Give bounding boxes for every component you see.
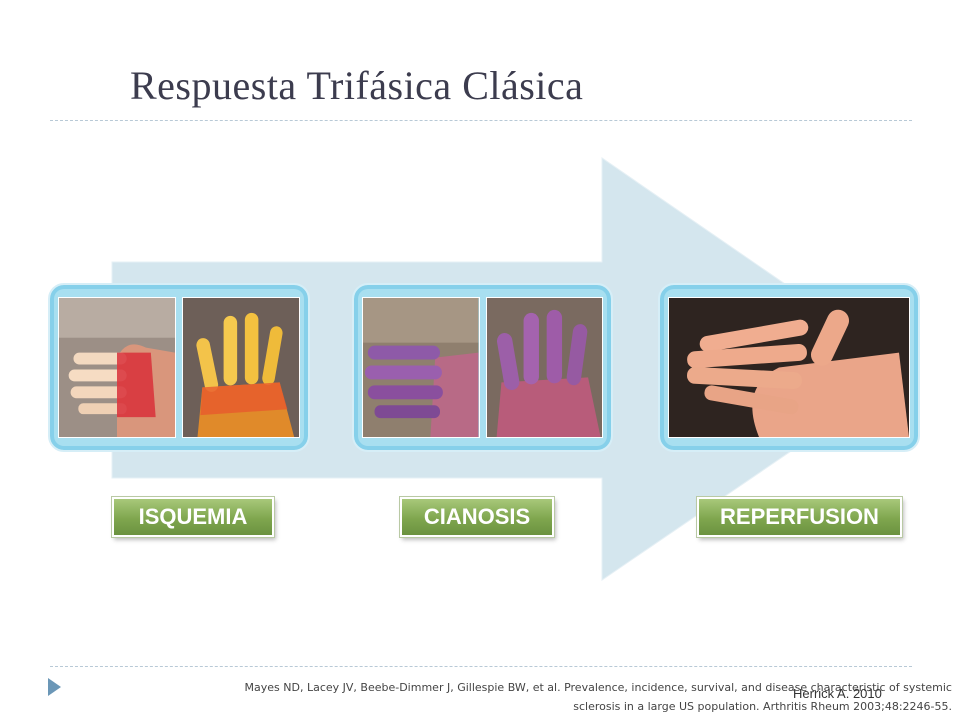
hand-image — [669, 298, 909, 437]
phase-ischemia-frame — [48, 283, 310, 452]
cyanosis-photo-2 — [485, 297, 603, 438]
ischemia-photo-1 — [58, 297, 176, 438]
phase-label-cyanosis: CIANOSIS — [400, 497, 554, 537]
footer-divider — [50, 666, 912, 667]
hand-image — [183, 298, 299, 437]
hand-image — [59, 298, 175, 437]
bullet-arrow-icon — [48, 678, 61, 696]
phase-label-reperfusion: REPERFUSION — [697, 497, 902, 537]
hand-image — [363, 298, 479, 437]
cyanosis-photo-1 — [362, 297, 480, 438]
phase-label-ischemia: ISQUEMIA — [112, 497, 274, 537]
slide-title: Respuesta Trifásica Clásica — [130, 63, 584, 108]
reference-citation: Mayes ND, Lacey JV, Beebe-Dimmer J, Gill… — [244, 681, 952, 713]
ischemia-photo-2 — [182, 297, 300, 438]
reperfusion-photo — [668, 297, 910, 438]
hand-image — [486, 298, 602, 437]
phase-reperfusion-frame — [658, 283, 920, 452]
title-divider — [50, 120, 912, 121]
phase-cyanosis-frame — [352, 283, 613, 452]
image-credit: Herrick A. 2010 — [793, 686, 882, 701]
